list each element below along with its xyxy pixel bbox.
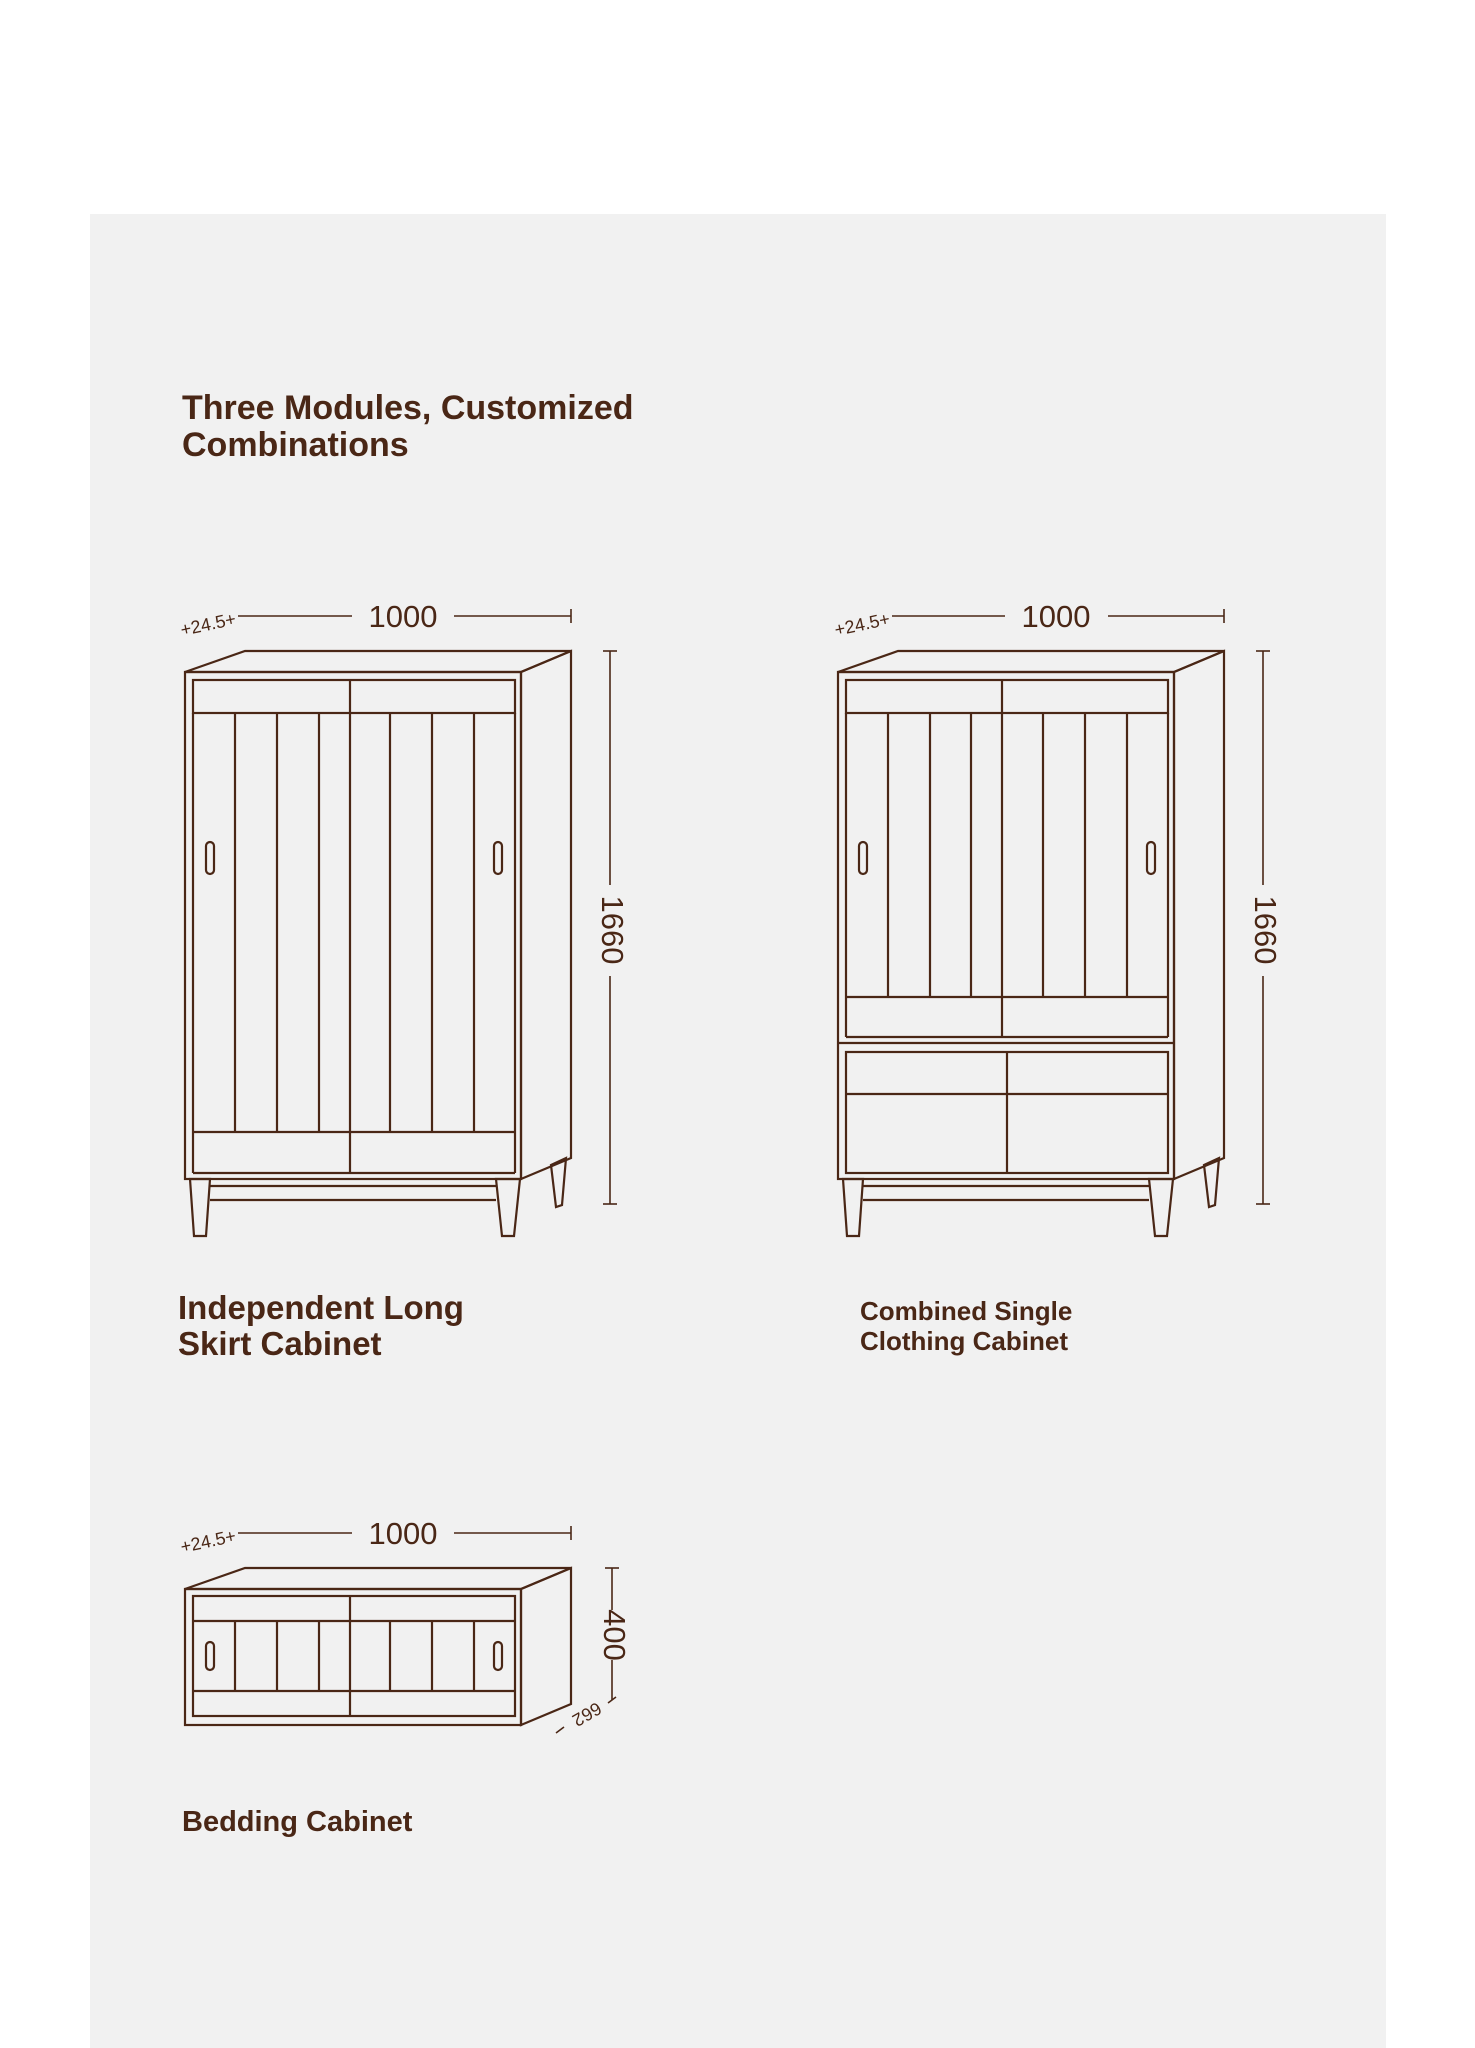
width-dimension: 1000 — [369, 1516, 438, 1551]
page-title: Three Modules, Customized Combinations — [182, 389, 634, 464]
long-skirt-cabinet-drawing: +24.5+ 1000 1660 — [179, 599, 630, 1238]
height-dimension: 1660 — [595, 896, 630, 965]
handle-icon — [204, 1640, 216, 1672]
height-dimension: 400 — [597, 1609, 632, 1661]
caption-bedding-cabinet: Bedding Cabinet — [182, 1806, 413, 1838]
handle-icon — [1145, 840, 1157, 876]
offset-dimension: +24.5+ — [179, 609, 238, 640]
height-dimension: 1660 — [1248, 896, 1283, 965]
handle-icon — [204, 840, 216, 876]
offset-dimension: +24.5+ — [833, 609, 892, 640]
caption-combined-clothing-cabinet: Combined Single Clothing Cabinet — [860, 1296, 1073, 1356]
handle-icon — [492, 1640, 504, 1672]
handle-icon — [857, 840, 869, 876]
combined-clothing-cabinet-drawing: +24.5+ 1000 1660 — [833, 599, 1283, 1238]
offset-dimension: +24.5+ — [179, 1526, 238, 1557]
width-dimension: 1000 — [369, 599, 438, 634]
bedding-cabinet-drawing: +24.5+ 1000 400 662 — [179, 1516, 632, 1734]
depth-dimension: 662 — [569, 1698, 605, 1730]
caption-long-skirt-cabinet: Independent Long Skirt Cabinet — [178, 1289, 464, 1362]
handle-icon — [492, 840, 504, 876]
width-dimension: 1000 — [1022, 599, 1091, 634]
